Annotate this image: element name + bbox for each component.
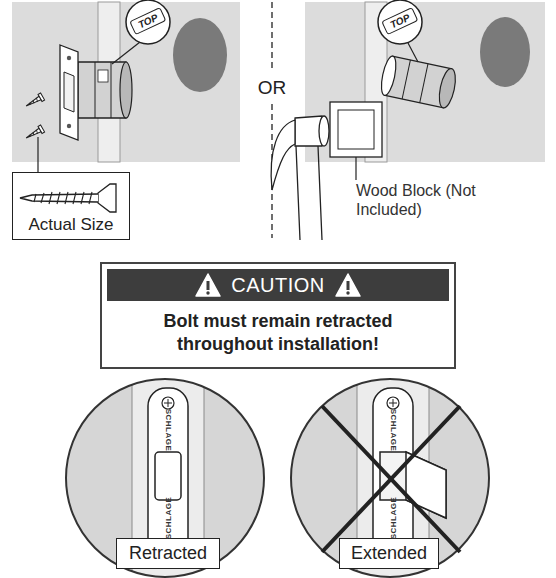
part-note: Wood Block (Not Included): [356, 181, 516, 219]
caution-text: Bolt must remain retracted throughout in…: [107, 301, 449, 356]
brand-marking: SCHLAGE: [164, 497, 173, 540]
extended-detail: [285, 375, 495, 578]
hammer-install-panel: [271, 0, 545, 240]
brand-marking: SCHLAGE: [389, 497, 398, 540]
warning-triangle: [195, 273, 221, 297]
retracted-detail: [60, 375, 270, 578]
divider-line: [271, 2, 272, 72]
or-separator: OR: [258, 77, 287, 99]
screw-install-panel: [12, 0, 240, 172]
box-label: Actual Size: [13, 215, 129, 235]
caution-heading: CAUTION: [231, 274, 325, 297]
caution-header: CAUTION: [107, 269, 449, 301]
warning-triangle: [335, 273, 361, 297]
state-label-box: Extended: [339, 538, 439, 569]
state-label-box: Retracted: [116, 538, 220, 569]
caution-box: CAUTION Bolt must remain retracted throug…: [100, 262, 456, 369]
box-label: Extended: [351, 543, 427, 564]
brand-marking: SCHLAGE: [164, 409, 173, 452]
actual-size-box: Actual Size: [12, 172, 130, 240]
box-label: Retracted: [129, 543, 207, 564]
brand-marking: SCHLAGE: [389, 409, 398, 452]
actual-size-screw: [20, 184, 116, 212]
